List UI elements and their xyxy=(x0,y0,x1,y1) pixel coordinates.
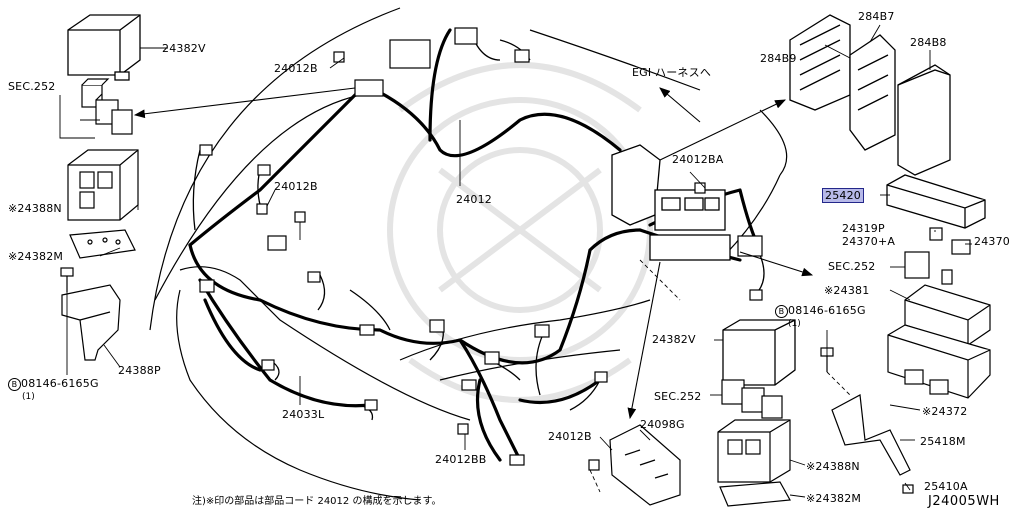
label-24388P: 24388P xyxy=(118,364,161,377)
pointer-arrows xyxy=(133,87,814,420)
label-284B9: 284B9 xyxy=(760,52,797,65)
label-25418M: 25418M xyxy=(920,435,966,448)
label-24388N-left: ※24388N xyxy=(8,202,62,215)
bolt-symbol-right: B xyxy=(775,304,788,318)
label-24382M-mid: ※24382M xyxy=(806,492,862,505)
label-24382V-mid: 24382V xyxy=(652,333,696,346)
label-24388N-mid: ※24388N xyxy=(806,460,860,473)
label-24382V-top: 24382V xyxy=(162,42,206,55)
label-24012B-c: 24012B xyxy=(548,430,592,443)
label-284B8: 284B8 xyxy=(910,36,947,49)
relay-block-24388N-mid xyxy=(717,419,791,483)
relay-box-24382V-mid xyxy=(722,319,796,386)
label-24033L: 24033L xyxy=(282,408,325,421)
label-bolt-left-number: 08146-6165G xyxy=(21,377,99,390)
control-units-right-top xyxy=(789,14,951,176)
label-24370: 24370 xyxy=(974,235,1010,248)
label-bolt-right-number: 08146-6165G xyxy=(788,304,866,317)
bracket-24382M-mid xyxy=(719,481,791,507)
relays-mid xyxy=(721,379,783,419)
central-relay-block xyxy=(611,144,731,261)
label-24012BA: 24012BA xyxy=(672,153,724,166)
clip-24012B-left xyxy=(256,51,706,471)
label-24370A: 24370+A xyxy=(842,235,896,248)
relays-left xyxy=(81,78,133,135)
label-24381: ※24381 xyxy=(824,284,870,297)
label-24382M-left: ※24382M xyxy=(8,250,64,263)
leader-lines xyxy=(59,24,972,498)
bracket-24098G xyxy=(609,424,681,506)
label-sec252-mid[interactable]: SEC.252 xyxy=(654,390,702,403)
label-24012BB: 24012BB xyxy=(435,453,487,466)
fuse-block-25420 xyxy=(886,174,986,229)
label-bolt-right-qty: (1) xyxy=(788,319,801,329)
label-24372: ※24372 xyxy=(922,405,968,418)
label-24319P: 24319P xyxy=(842,222,885,235)
label-25420-highlighted[interactable]: 25420 xyxy=(822,188,864,203)
connectors xyxy=(199,27,763,466)
label-sec252-left[interactable]: SEC.252 xyxy=(8,80,56,93)
relay-box-24382V xyxy=(67,14,141,81)
label-24012B-b: 24012B xyxy=(274,180,318,193)
label-egi-harness: EGI ハーネスへ xyxy=(632,66,712,79)
label-24098G: 24098G xyxy=(640,418,685,431)
bolt-left xyxy=(60,267,74,292)
label-bolt-left-qty: (1) xyxy=(22,392,35,402)
fuse-relay-block-right xyxy=(887,227,991,399)
bracket-25418M xyxy=(831,394,911,476)
label-24012: 24012 xyxy=(456,193,492,206)
label-sec252-right[interactable]: SEC.252 xyxy=(828,260,876,273)
label-25410A: 25410A xyxy=(924,480,968,493)
diagram-code: J24005WH xyxy=(928,494,1000,509)
vehicle-body-outline xyxy=(149,7,788,501)
footnote: 注)※印の部品は部品コード 24012 の構成を示します。 xyxy=(192,496,442,507)
label-284B7: 284B7 xyxy=(858,10,895,23)
bracket-24382M-left xyxy=(69,229,136,259)
bolt-symbol-left: B xyxy=(8,377,21,391)
dashed-guides xyxy=(589,259,851,493)
bracket-24388P xyxy=(61,284,121,361)
relay-block-24388N-left xyxy=(67,149,139,221)
label-24012B-a: 24012B xyxy=(274,62,318,75)
